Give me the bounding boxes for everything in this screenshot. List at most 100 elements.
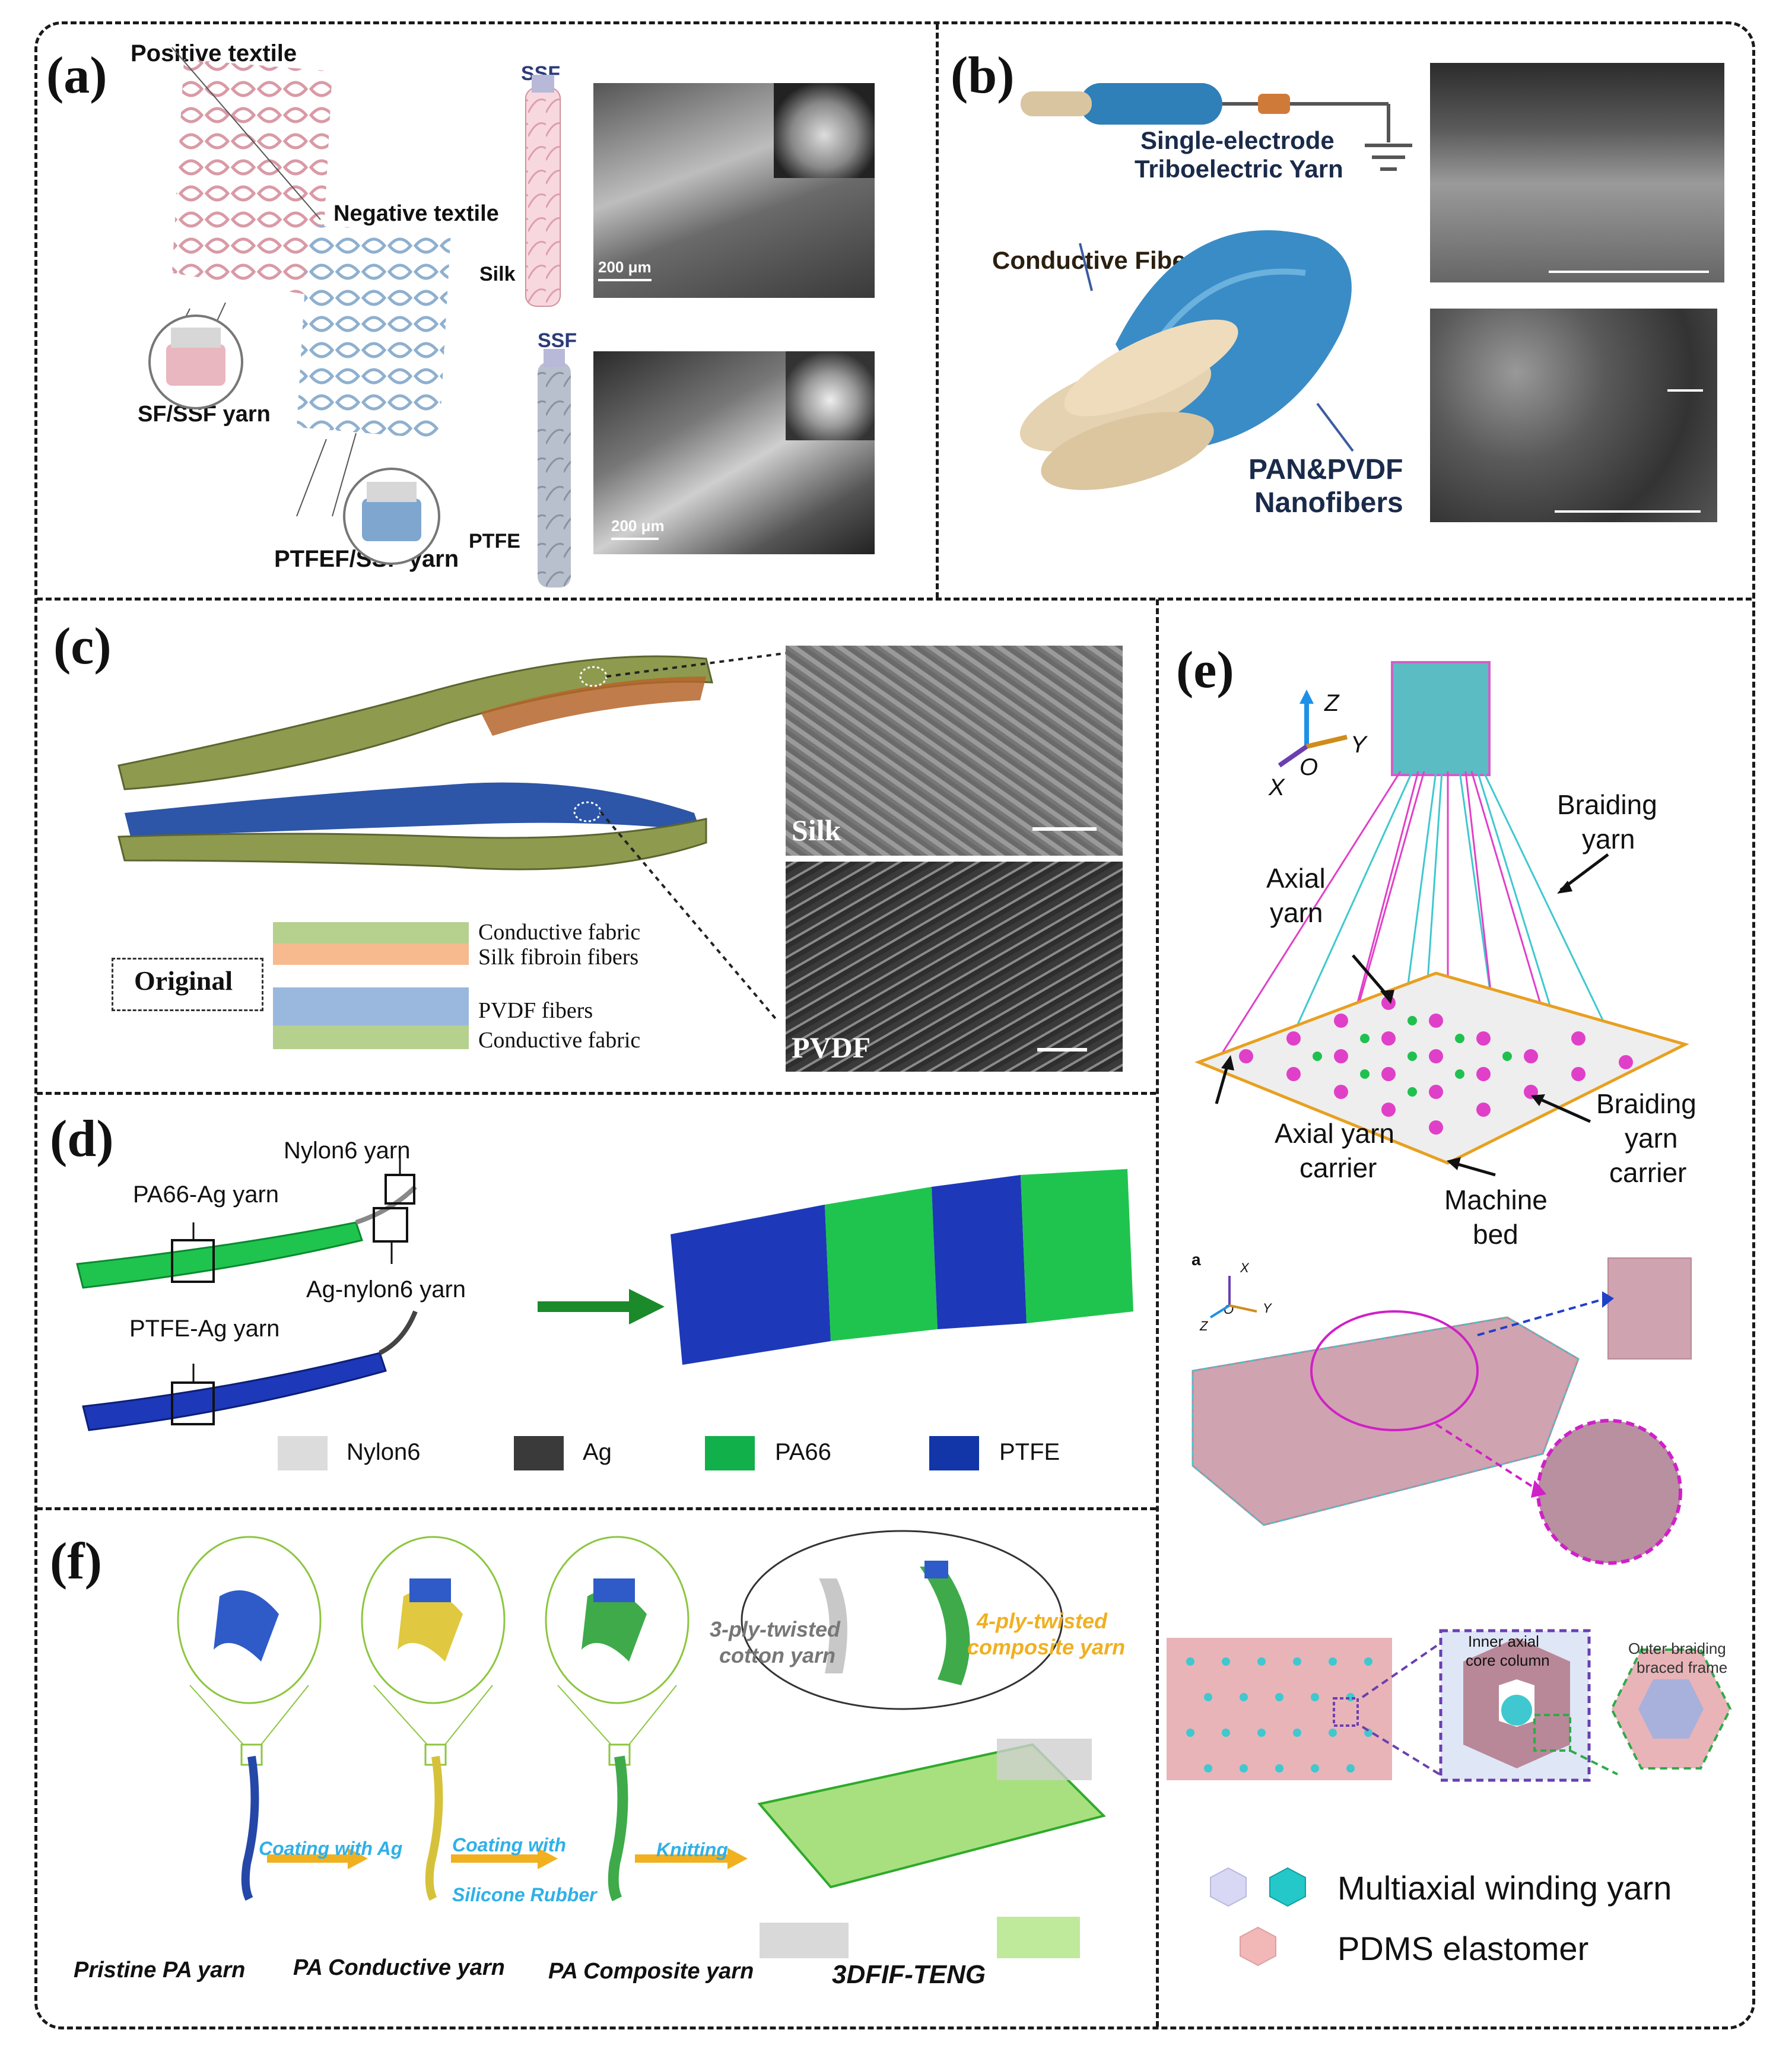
zoom-conductive	[361, 1536, 506, 1704]
arrow-3	[727, 1848, 748, 1869]
label-axial-carrier-1: Axial yarn	[1275, 1118, 1394, 1149]
panel-e-preform	[1192, 1257, 1692, 1565]
sem-silk-yarn: 200 μm	[593, 83, 875, 298]
sem-yarn-side	[1430, 63, 1724, 282]
label-axis-z: Z	[1324, 690, 1339, 716]
figure-frame	[34, 21, 1755, 2029]
label-small-x: X	[1240, 1260, 1249, 1275]
label-3dfif-teng: 3DFIF-TENG	[832, 1960, 986, 1989]
label-ssf-bottom: SSF	[538, 329, 577, 352]
label-braiding-carrier-1: Braiding	[1596, 1088, 1696, 1119]
label-single-electrode-1: Single-electrode	[1140, 126, 1335, 154]
original-box	[112, 958, 263, 1011]
swatch-conductive-fabric-bottom	[273, 1025, 469, 1049]
zoom-circle-source	[1310, 1310, 1479, 1431]
panel-e-braiding-machine	[1194, 661, 1689, 1177]
swatch-conductive-fabric-top	[273, 922, 469, 944]
arrow-1	[348, 1848, 368, 1869]
scale-bar-pvdf	[1037, 1048, 1087, 1052]
scale-label-top: 200 μm	[598, 258, 652, 276]
axis-x-arrow	[1278, 744, 1308, 768]
panel-label-f: (f)	[50, 1533, 102, 1590]
sem-ptfe-yarn-inset	[786, 351, 875, 440]
label-axial-carrier-2: carrier	[1299, 1152, 1377, 1183]
panel-label-d: (d)	[50, 1110, 114, 1168]
label-axial-yarn-1: Axial	[1266, 863, 1326, 894]
sem-silk: Silk	[786, 646, 1123, 856]
label-coating-with: Coating with	[452, 1834, 566, 1856]
label-layer-1: Conductive fabric	[478, 920, 641, 945]
woven-fabric-green-2	[1021, 1169, 1133, 1323]
label-axis-o: O	[1299, 754, 1318, 780]
panel-e-legend-icons	[1210, 1867, 1306, 1967]
legend-label-pa66: PA66	[775, 1439, 831, 1465]
scale-bar-bottom	[611, 538, 659, 540]
braided-preform	[1392, 662, 1489, 775]
panel-c-fabric-illustration	[117, 652, 790, 1022]
legend-swatch-pa66	[705, 1436, 755, 1470]
panel-label-e: (e)	[1176, 641, 1234, 699]
label-coating-ag: Coating with Ag	[259, 1838, 403, 1859]
legend-swatch-ptfe	[929, 1436, 979, 1470]
label-outer-braiding-1: Outer braiding	[1628, 1640, 1726, 1657]
label-pa66-ag-yarn: PA66-Ag yarn	[133, 1181, 279, 1208]
legend-label-multiaxial: Multiaxial winding yarn	[1337, 1869, 1672, 1907]
label-ptfe-ag-yarn: PTFE-Ag yarn	[129, 1316, 280, 1342]
label-sub-a: a	[1192, 1250, 1201, 1269]
legend-swatch-ag	[514, 1436, 564, 1470]
cross-section	[1167, 1638, 1392, 1780]
panel-d-illustration	[76, 1157, 1133, 1431]
label-pa-composite-yarn: PA Composite yarn	[548, 1959, 754, 1984]
legend-swatch-nylon6	[278, 1436, 328, 1470]
silk-fibroin-layer	[481, 676, 706, 736]
cube-icon-pink	[1240, 1926, 1276, 1967]
machine-bed	[1194, 971, 1689, 1165]
divider-df	[37, 1507, 1156, 1510]
scale-bar-b3	[1555, 510, 1701, 513]
woven-fabric-blue-1	[671, 1205, 831, 1365]
label-three-ply-2: cotton yarn	[719, 1643, 836, 1667]
label-inner-axial-1: Inner axial	[1468, 1632, 1539, 1650]
label-three-ply-1: 3-ply-twisted	[710, 1617, 841, 1641]
panel-label-b: (b)	[951, 47, 1015, 104]
box-ag-nylon6	[373, 1207, 408, 1243]
label-outer-braiding-2: braced frame	[1637, 1659, 1728, 1676]
pa-composite-yarn	[608, 1755, 628, 1902]
label-pristine-pa-yarn: Pristine PA yarn	[74, 1958, 246, 1983]
top-conductive-fabric	[117, 655, 713, 790]
ptfe-ag-braided-yarn	[82, 1352, 387, 1431]
negative-textile-sheet	[297, 225, 451, 439]
divider-cd	[37, 1092, 1156, 1095]
sem-ptfe-yarn: 200 μm	[593, 351, 875, 554]
pristine-pa-yarn	[241, 1755, 259, 1901]
conductive-fiber-3	[1064, 319, 1238, 417]
label-machine-bed-2: bed	[1473, 1219, 1518, 1250]
swatch-silk-fibroin	[273, 944, 469, 965]
resistor	[1258, 94, 1290, 114]
scale-label-bottom: 200 μm	[611, 517, 665, 535]
label-knitting: Knitting	[656, 1839, 728, 1860]
label-small-z: Z	[1200, 1319, 1208, 1333]
label-pa-conductive-yarn: PA Conductive yarn	[293, 1955, 505, 1980]
legend-label-ag: Ag	[583, 1439, 612, 1465]
sem-silk-yarn-inset	[774, 83, 875, 178]
label-layer-3: PVDF fibers	[478, 998, 593, 1023]
panel-e-unit-cell	[1167, 1629, 1732, 1782]
zoom-teng	[741, 1530, 1063, 1710]
label-four-ply-1: 4-ply-twisted	[977, 1609, 1108, 1633]
axis-y-arrow	[1306, 735, 1348, 749]
label-nylon6-yarn: Nylon6 yarn	[284, 1138, 411, 1164]
zoom-pristine	[177, 1536, 322, 1704]
cube-icon-lavender	[1210, 1867, 1247, 1907]
label-silicone-rubber: Silicone Rubber	[452, 1884, 597, 1905]
zoom-composite	[545, 1536, 690, 1704]
panel-label-a: (a)	[46, 47, 107, 104]
divider-ab	[936, 24, 939, 598]
label-ag-nylon6-yarn: Ag-nylon6 yarn	[306, 1276, 466, 1303]
scale-bar-top	[598, 279, 652, 281]
arrow-2	[538, 1848, 558, 1869]
inner-axial-core	[1501, 1695, 1532, 1726]
label-small-y: Y	[1263, 1301, 1272, 1316]
sem-pvdf: PVDF	[786, 862, 1123, 1072]
scale-bar-b2	[1667, 389, 1703, 392]
